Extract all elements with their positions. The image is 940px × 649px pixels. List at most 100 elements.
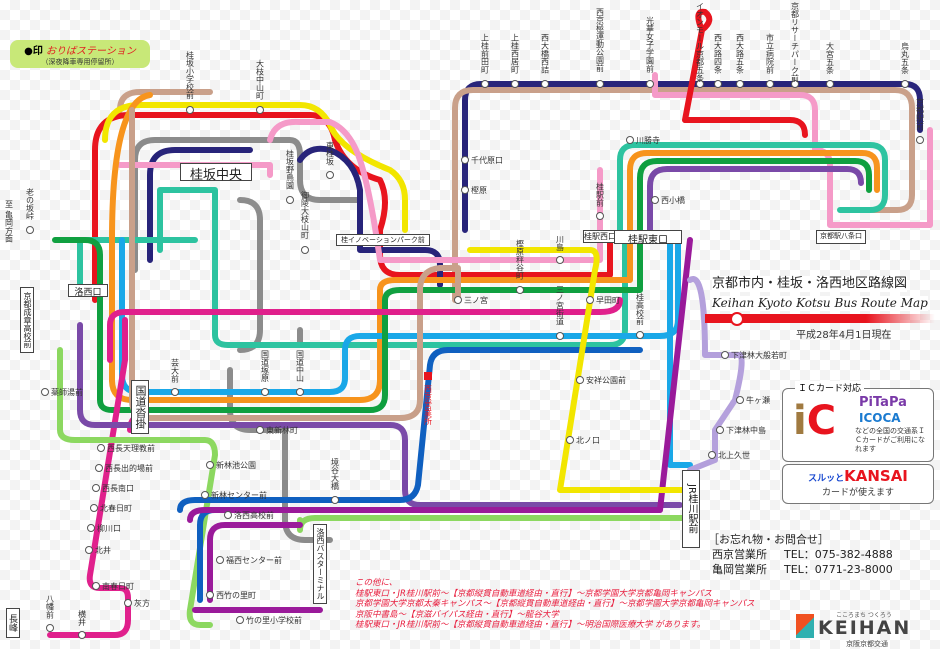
note-line: 京都学園大学京都太秦キャンパス～【京都縦貫自動車道経由・直行】～京都学園大学京都…	[355, 599, 755, 609]
station-marker[interactable]	[646, 80, 654, 88]
hub-katsura-west[interactable]: 桂駅西口	[583, 230, 616, 243]
station-marker[interactable]	[26, 226, 34, 234]
station-marker[interactable]	[261, 388, 269, 396]
hub-rakusaiguchi[interactable]: 洛西口	[68, 284, 108, 298]
hub-nagamine[interactable]: 長峰	[6, 608, 20, 638]
station-marker[interactable]	[826, 80, 834, 88]
office-name: 西京営業所	[712, 548, 767, 561]
station-label: 上桂前田町	[481, 34, 490, 74]
station-marker[interactable]	[736, 80, 744, 88]
station-label: 老の坂峠	[26, 187, 35, 221]
station-marker[interactable]	[516, 286, 524, 294]
station-label: 下津林大般若町	[731, 350, 787, 360]
station-label: 国道中山	[296, 350, 305, 383]
station-marker[interactable]	[90, 504, 98, 512]
station-marker[interactable]	[454, 296, 462, 304]
station-marker[interactable]	[326, 171, 334, 179]
route-line-red-top	[682, 8, 808, 138]
station-marker[interactable]	[236, 616, 244, 624]
station-marker[interactable]	[481, 80, 489, 88]
station-marker[interactable]	[714, 80, 722, 88]
station-marker[interactable]	[736, 396, 744, 404]
station-marker[interactable]	[46, 624, 54, 632]
station-marker[interactable]	[92, 582, 100, 590]
station-marker[interactable]	[596, 80, 604, 88]
station-label: 西竹の里町	[216, 590, 256, 600]
legend-note: （深夜降車専用停留所）	[41, 58, 119, 66]
hub-katsurazaka-chuo[interactable]: 桂坂中央	[180, 163, 252, 183]
route-line-green	[52, 237, 643, 413]
station-marker[interactable]	[716, 426, 724, 434]
station-marker[interactable]	[296, 388, 304, 396]
station-marker[interactable]	[696, 80, 704, 88]
station-marker[interactable]	[124, 599, 132, 607]
station-marker[interactable]	[206, 461, 214, 469]
station-label: 市立病院前	[766, 33, 775, 75]
station-marker[interactable]	[556, 332, 564, 340]
map-date: 平成28年4月1日現在	[796, 330, 892, 341]
kansai-name: KANSAI	[844, 467, 908, 485]
station-marker[interactable]	[791, 80, 799, 88]
hub-kyoto-hachijo[interactable]: 京都駅八条口	[816, 230, 866, 244]
hub-innovation-park[interactable]: 桂イノベーションパーク前	[336, 234, 430, 246]
station-label: 三ノ宮	[464, 295, 488, 305]
station-marker[interactable]	[256, 426, 264, 434]
station-marker[interactable]	[766, 80, 774, 88]
station-marker[interactable]	[586, 296, 594, 304]
station-marker[interactable]	[85, 546, 93, 554]
station-marker[interactable]	[92, 484, 100, 492]
station-marker[interactable]	[708, 451, 716, 459]
route-line-yellow-south	[467, 247, 693, 493]
station-marker[interactable]	[87, 524, 95, 532]
station-label: 烏丸五条	[901, 41, 910, 74]
station-marker[interactable]	[186, 106, 194, 114]
station-marker[interactable]	[626, 136, 634, 144]
station-marker[interactable]	[636, 331, 644, 339]
station-label: 大宮五条	[826, 41, 835, 74]
station-marker[interactable]	[566, 436, 574, 444]
station-marker[interactable]	[41, 388, 49, 396]
station-marker[interactable]	[286, 196, 294, 204]
hub-jr-katsuragawa[interactable]: JR桂川駅前	[682, 470, 700, 548]
station-marker[interactable]	[541, 80, 549, 88]
hub-seisho-high[interactable]: 京都成章高校前	[20, 287, 34, 353]
station-marker[interactable]	[556, 256, 564, 264]
station-marker[interactable]	[596, 212, 604, 220]
kansai-prefix: スルッと	[808, 474, 845, 484]
station-label: 洛西高校前	[234, 510, 274, 520]
route-line-violet	[187, 237, 693, 613]
station-label: 樫原秤谷町	[516, 239, 525, 280]
station-marker[interactable]	[171, 388, 179, 396]
station-marker[interactable]	[256, 106, 264, 114]
station-marker[interactable]	[916, 136, 924, 144]
station-marker[interactable]	[201, 491, 209, 499]
station-marker[interactable]	[721, 351, 729, 359]
office-tel: TEL：0771-23-8000	[784, 563, 893, 576]
station-marker[interactable]	[78, 631, 86, 639]
station-marker[interactable]	[461, 156, 469, 164]
route-line-purple	[77, 322, 683, 508]
logo-tagline: こころまち つくろう	[836, 612, 892, 619]
station-marker[interactable]	[216, 556, 224, 564]
station-marker[interactable]	[95, 464, 103, 472]
hub-katsura-east[interactable]: 桂駅東口	[614, 230, 682, 246]
station-marker[interactable]	[206, 591, 214, 599]
station-marker[interactable]	[97, 444, 105, 452]
route-line-teal-loop	[617, 142, 888, 238]
station-marker[interactable]	[461, 186, 469, 194]
station-marker[interactable]	[651, 196, 659, 204]
station-marker[interactable]	[224, 511, 232, 519]
station-marker[interactable]	[901, 80, 909, 88]
hub-bus-terminal[interactable]: 洛西バスターミナル	[313, 524, 327, 604]
hub-kutsukake[interactable]: 国道沓掛	[131, 380, 149, 434]
note-line: 桂駅東口・JR桂川駅前～【京都縦貫自動車道経由・直行】～明治国際医療大学 があり…	[355, 620, 706, 630]
station-label: 竹の里小学校前	[246, 615, 302, 625]
station-label: 西大路四条	[714, 34, 723, 74]
route-line-pink-loop	[117, 118, 603, 263]
station-marker[interactable]	[331, 496, 339, 504]
station-marker[interactable]	[576, 376, 584, 384]
station-marker[interactable]	[511, 80, 519, 88]
station-marker[interactable]	[301, 246, 309, 254]
